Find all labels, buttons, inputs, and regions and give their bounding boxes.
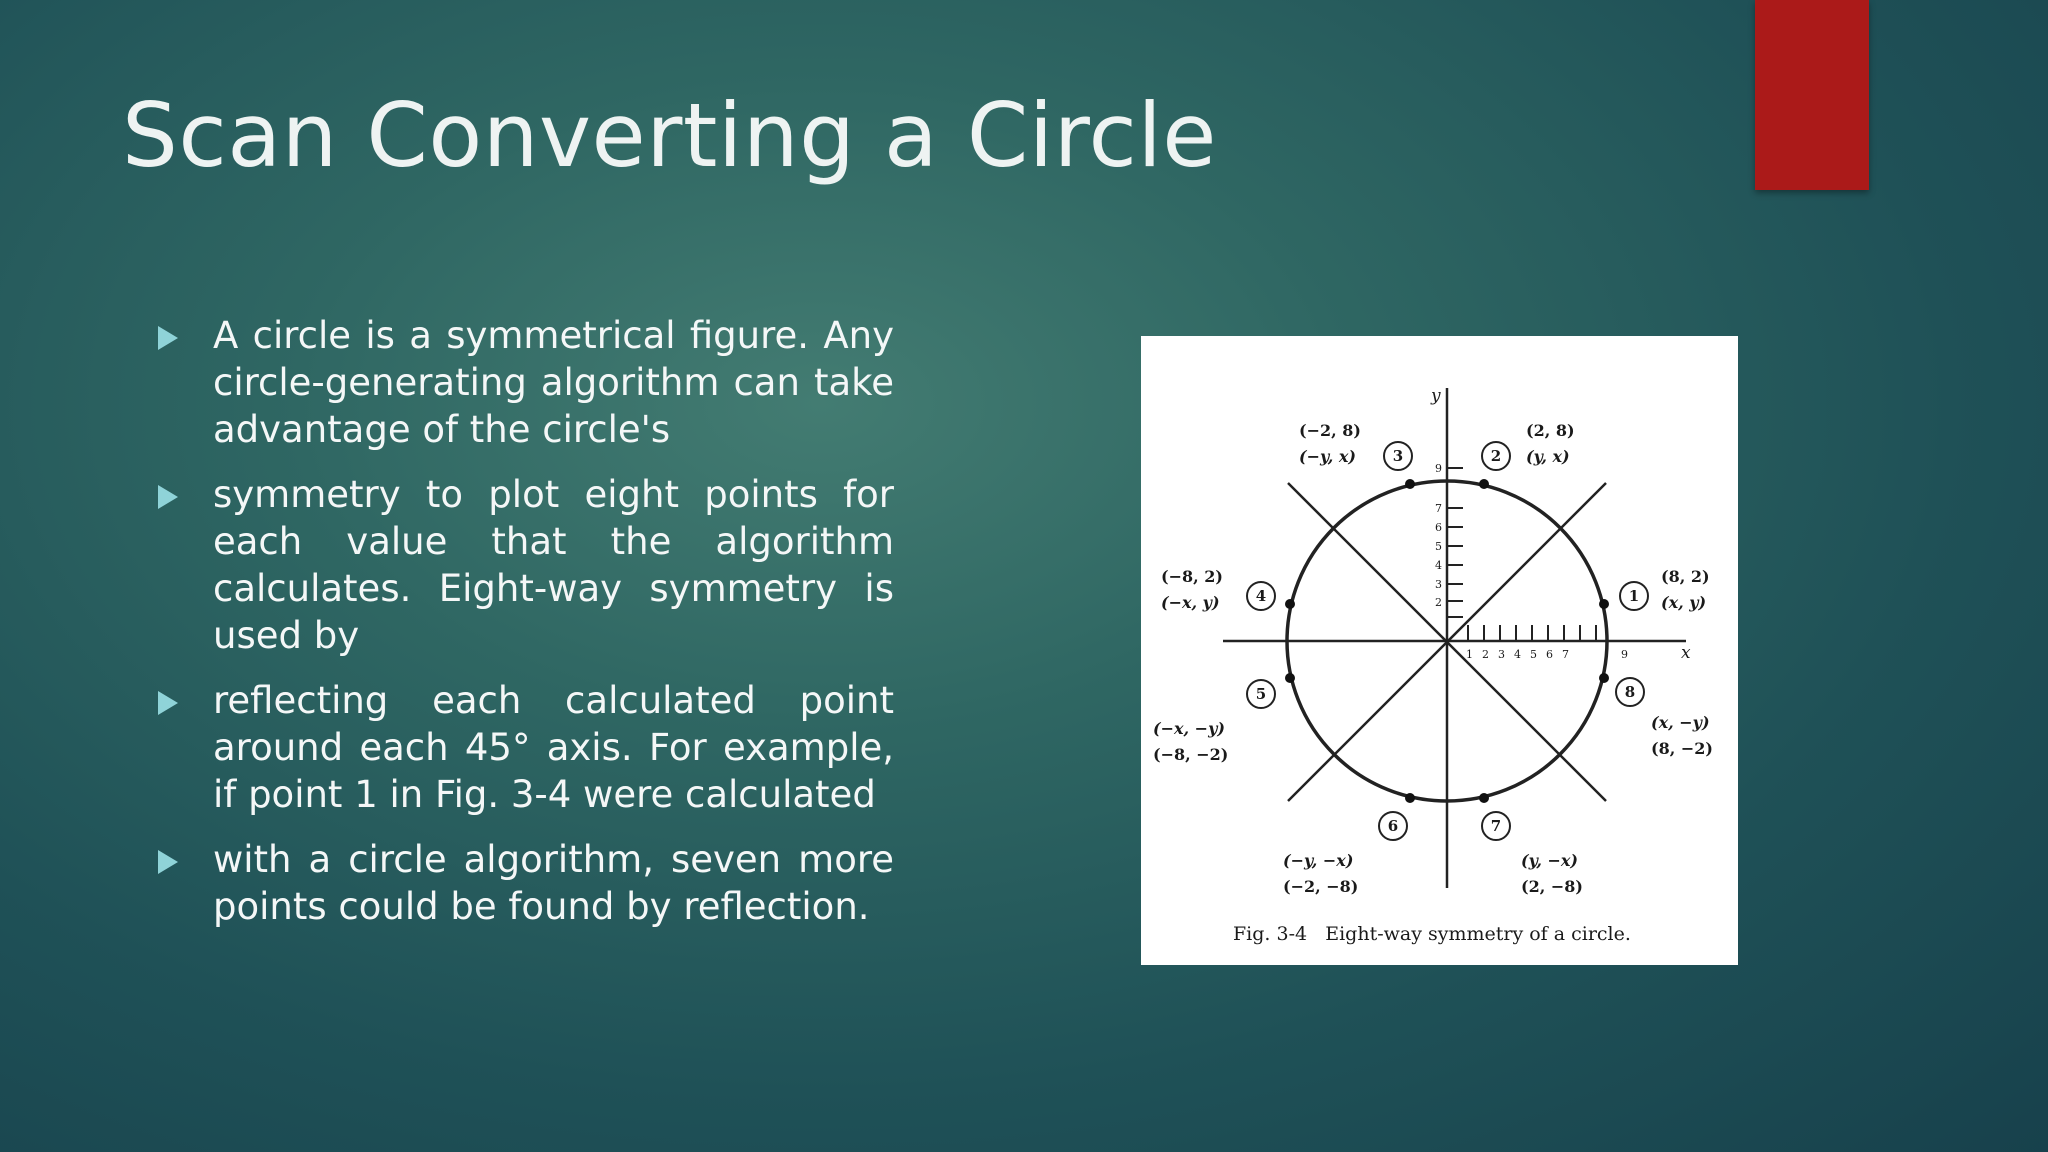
accent-bar	[1755, 0, 1869, 190]
x-tick-label: 3	[1498, 648, 1505, 661]
x-tick-label: 2	[1482, 648, 1489, 661]
point-sym: (−x, −y)	[1153, 719, 1225, 738]
symmetry-point	[1599, 599, 1609, 609]
x-tick-label: 4	[1514, 648, 1521, 661]
symmetry-point	[1285, 599, 1295, 609]
marker-number: 2	[1491, 447, 1501, 465]
x-tick-label: 1	[1466, 648, 1473, 661]
bullet-text: reflecting each calculated point around …	[213, 679, 894, 816]
point-coord: (−2, 8)	[1299, 421, 1361, 440]
point-sym: (y, x)	[1526, 447, 1570, 466]
marker-4	[1246, 581, 1276, 611]
diagonal-line	[1287, 482, 1607, 802]
point-sym: (−y, x)	[1299, 447, 1356, 466]
y-tick-marks	[1447, 467, 1463, 618]
x-tick-label: 7	[1562, 648, 1569, 661]
symmetry-point	[1405, 479, 1415, 489]
symmetry-point	[1599, 673, 1609, 683]
y-tick-label: 7	[1435, 502, 1442, 515]
y-tick-label: 3	[1435, 578, 1442, 591]
bullet-arrow-icon	[158, 485, 178, 509]
point-sym: (−y, −x)	[1283, 851, 1353, 870]
marker-7	[1481, 811, 1511, 841]
bullet-text: symmetry to plot eight points for each v…	[213, 473, 894, 657]
y-tick-label: 4	[1435, 559, 1442, 572]
x-tick-marks	[1467, 625, 1597, 641]
bullet-list: A circle is a symmetrical figure. Any ci…	[158, 312, 894, 948]
point-sym: (y, −x)	[1521, 851, 1578, 870]
x-tick-label: 5	[1530, 648, 1537, 661]
symmetry-point	[1285, 673, 1295, 683]
bullet-arrow-icon	[158, 326, 178, 350]
point-sym: (−x, y)	[1161, 593, 1220, 612]
figure-caption: Fig. 3-4 Eight-way symmetry of a circle.	[1233, 923, 1631, 945]
y-axis-label: y	[1430, 386, 1441, 406]
symmetry-point	[1405, 793, 1415, 803]
bullet-item: symmetry to plot eight points for each v…	[158, 471, 894, 659]
marker-3	[1383, 441, 1413, 471]
point-coord: (8, 2)	[1661, 567, 1710, 586]
symmetry-point	[1479, 479, 1489, 489]
circle-outline	[1285, 479, 1609, 803]
y-tick-label: 6	[1435, 521, 1442, 534]
point-coord: (−8, −2)	[1153, 745, 1228, 764]
x-tick-label: 9	[1621, 648, 1628, 661]
marker-number: 7	[1491, 817, 1501, 835]
circle-symmetry-figure: x y 1 2 3 4 5 6 7 9	[1141, 336, 1738, 965]
point-sym: (x, y)	[1661, 593, 1706, 612]
slide-title: Scan Converting a Circle	[122, 84, 1217, 187]
bullet-arrow-icon	[158, 691, 178, 715]
bullet-item: A circle is a symmetrical figure. Any ci…	[158, 312, 894, 453]
bullet-text: A circle is a symmetrical figure. Any ci…	[213, 314, 894, 451]
marker-2	[1481, 441, 1511, 471]
y-tick-label: 5	[1435, 540, 1442, 553]
y-tick-label: 2	[1435, 596, 1442, 609]
point-coord: (2, −8)	[1521, 877, 1583, 896]
bullet-arrow-icon	[158, 850, 178, 874]
marker-6	[1378, 811, 1408, 841]
marker-1	[1619, 581, 1649, 611]
point-coord: (8, −2)	[1651, 739, 1713, 758]
marker-5	[1246, 679, 1276, 709]
bullet-item: with a circle algorithm, seven more poin…	[158, 836, 894, 930]
symmetry-point	[1479, 793, 1489, 803]
marker-number: 4	[1256, 587, 1266, 605]
point-coord: (−8, 2)	[1161, 567, 1223, 586]
marker-number: 6	[1388, 817, 1398, 835]
bullet-item: reflecting each calculated point around …	[158, 677, 894, 818]
y-tick-label: 9	[1435, 462, 1442, 475]
x-axis-label: x	[1681, 643, 1691, 663]
bullet-text: with a circle algorithm, seven more poin…	[213, 838, 894, 928]
point-sym: (x, −y)	[1651, 713, 1710, 732]
x-tick-label: 6	[1546, 648, 1553, 661]
marker-number: 5	[1256, 685, 1266, 703]
point-coord: (2, 8)	[1526, 421, 1575, 440]
marker-number: 8	[1625, 683, 1635, 701]
circle-diagram: x y 1 2 3 4 5 6 7 9	[1153, 386, 1713, 945]
marker-number: 1	[1629, 587, 1639, 605]
marker-8	[1615, 677, 1645, 707]
point-coord: (−2, −8)	[1283, 877, 1358, 896]
marker-number: 3	[1393, 447, 1403, 465]
